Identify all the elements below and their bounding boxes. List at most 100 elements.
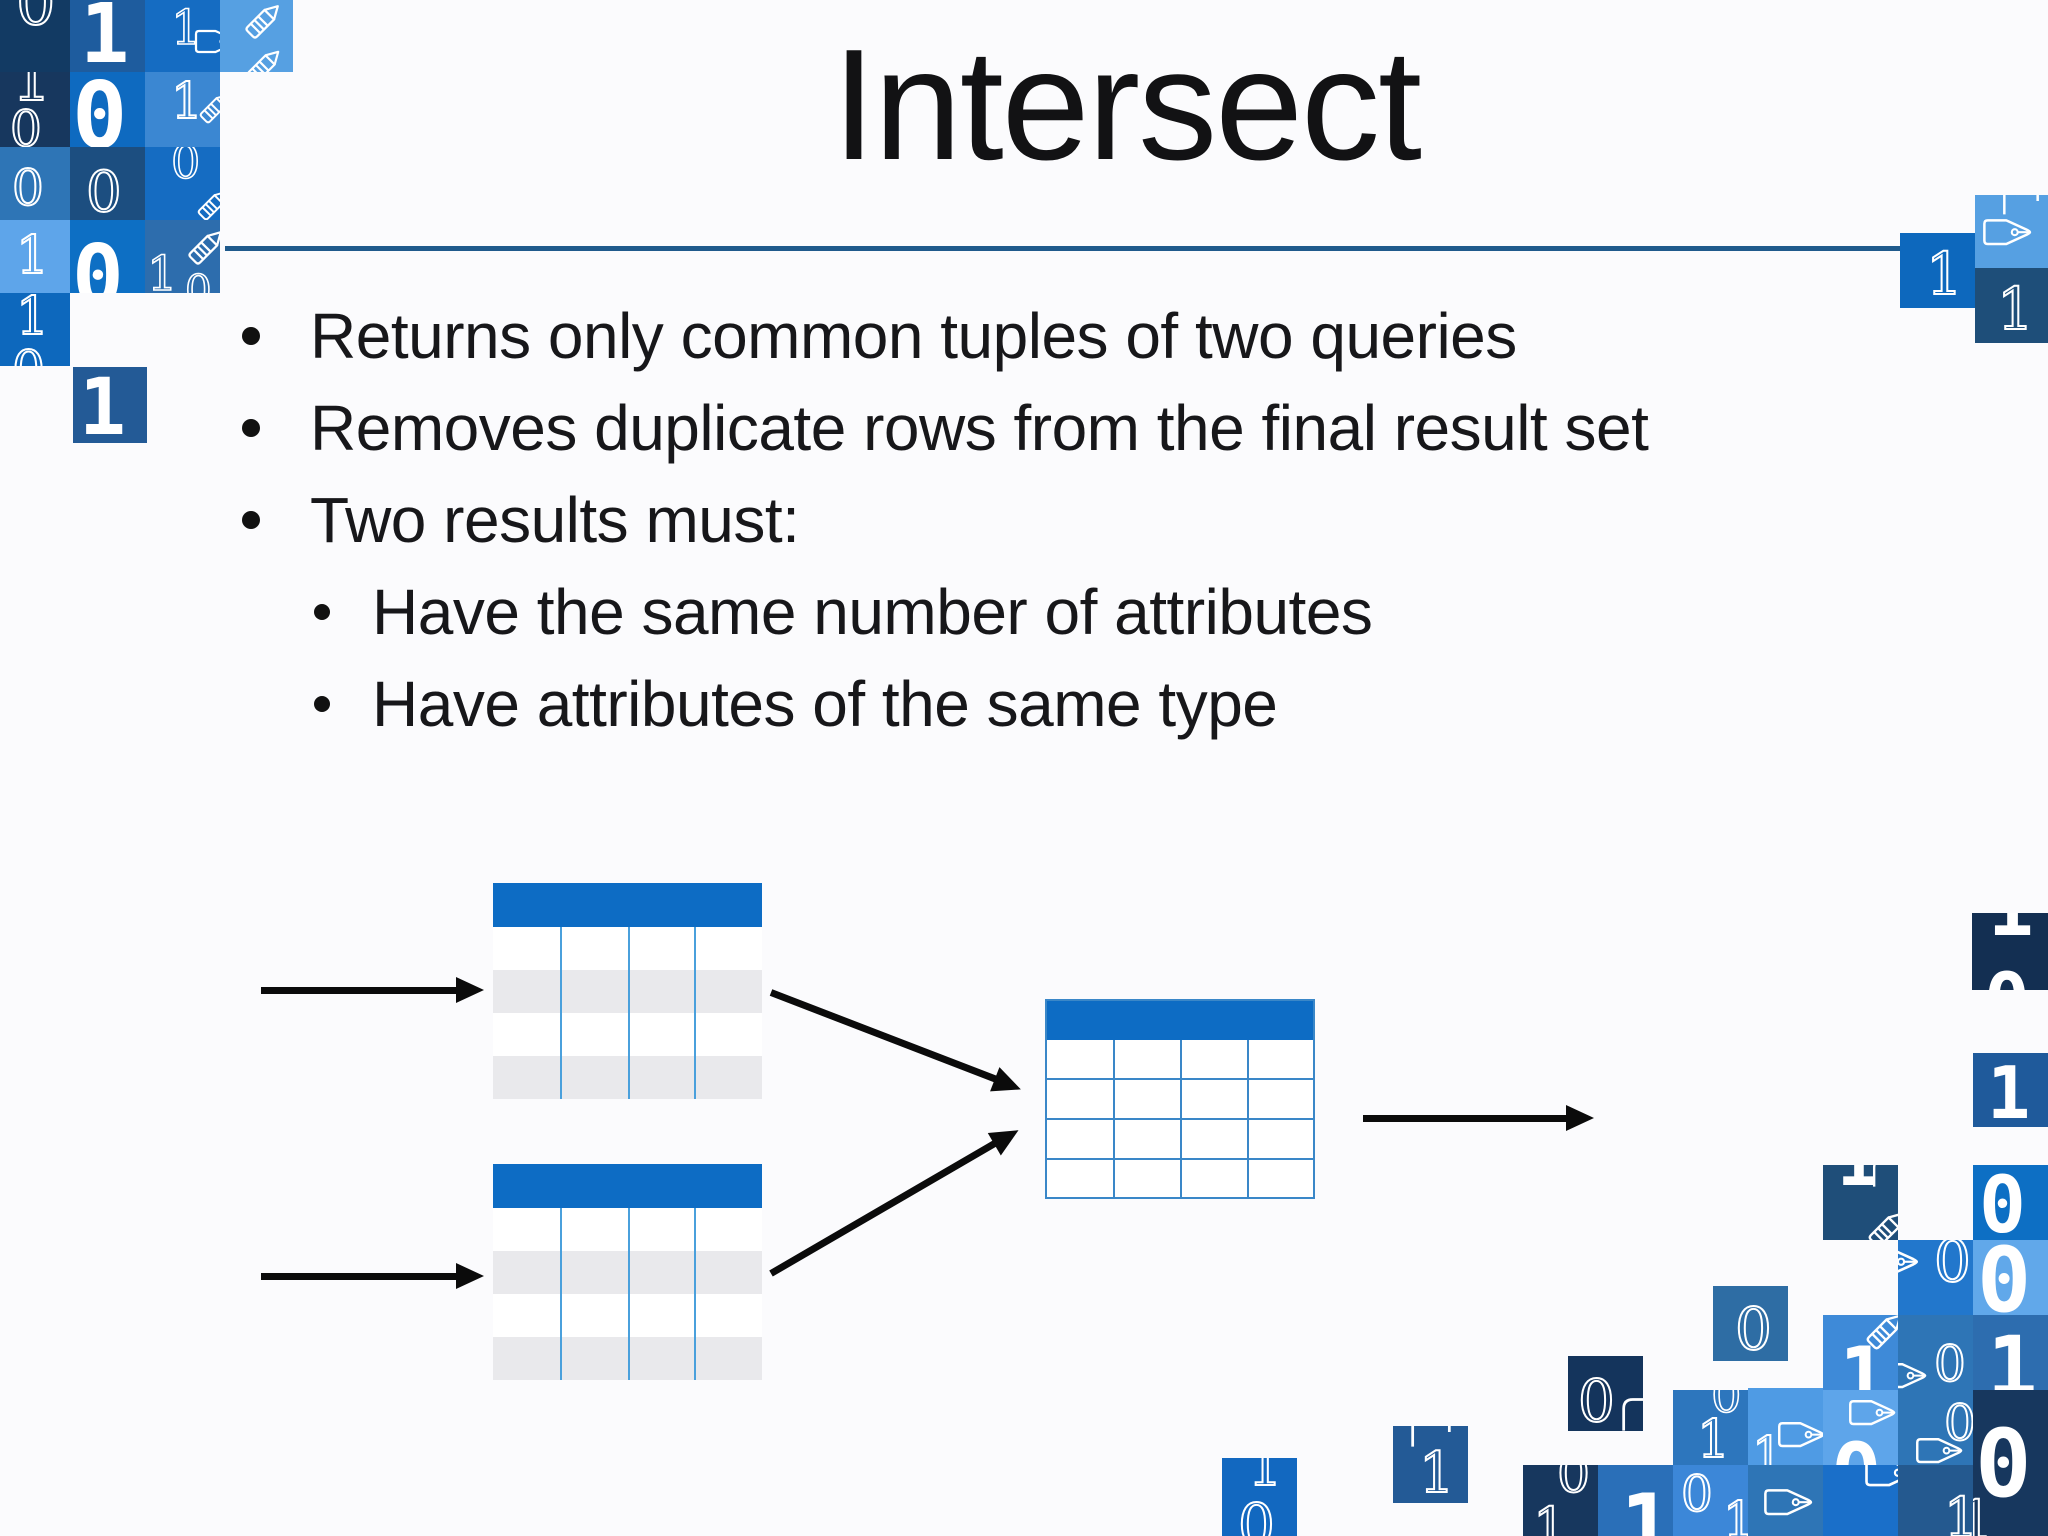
binary-digit: 1 (146, 246, 178, 293)
pencil-icon-wrap (1863, 1203, 1898, 1240)
pen-icon-wrap (1914, 1436, 1966, 1465)
arrowhead (456, 977, 484, 1003)
query-table-1 (493, 883, 762, 1099)
binary-digit: 1 (1418, 1441, 1456, 1503)
binary-digit: 0 (1977, 1240, 2032, 1315)
binary-digit: 1 (15, 226, 50, 286)
pen-icon-wrap (1898, 1361, 1930, 1390)
mosaic-tile: 1 (1898, 1465, 1973, 1536)
table-column-line (560, 927, 562, 1099)
mosaic-tile (1975, 195, 2048, 268)
pencil-icon (1868, 1212, 1898, 1240)
binary-digit: 1 (1988, 913, 2034, 947)
binary-digit: 1 (1696, 1410, 1731, 1465)
binary-digit: 1 (15, 293, 50, 347)
merge-arrow-top (769, 988, 1026, 1101)
table-row (493, 1251, 762, 1294)
output-arrow (1363, 1105, 1594, 1131)
mosaic-tile: 0 (145, 147, 220, 220)
pencil-icon-wrap (240, 0, 288, 49)
mosaic-tile: 1 (145, 0, 220, 72)
pencil-icon-wrap (195, 86, 220, 133)
table-column-line (694, 1208, 696, 1380)
table-column-line (1113, 1040, 1115, 1197)
binary-digit: 1 (1532, 1496, 1568, 1536)
mosaic-tile: 0 (1713, 1286, 1788, 1361)
title-divider (225, 246, 1906, 251)
binary-digit: 0 (1943, 1394, 1973, 1452)
binary-digit: 0 (1975, 1410, 2032, 1519)
pen-icon (1849, 1400, 1896, 1426)
pencil-icon-wrap (183, 222, 220, 275)
binary-digit: 0 (1933, 1335, 1967, 1390)
pen-icon-wrap (1776, 1420, 1823, 1454)
binary-digit: 1 (79, 367, 126, 443)
arrowhead (1566, 1105, 1594, 1131)
bullet-subitem: Have the same number of attributes (242, 566, 1862, 658)
table-header-bar (493, 1164, 762, 1208)
query-table-2 (493, 1164, 762, 1380)
mosaic-tile: 1 (1975, 268, 2048, 343)
table-row (493, 970, 762, 1013)
bullet-dot (242, 511, 260, 529)
rounded-shape-icon (2003, 195, 2039, 215)
mosaic-tile (1823, 1465, 1898, 1536)
binary-digit: 0 (72, 227, 124, 293)
binary-digit: 0 (11, 159, 45, 217)
mosaic-tile: 1 (1598, 1465, 1673, 1536)
table-row (493, 1013, 762, 1056)
rounded-shape-icon (1872, 1165, 1876, 1187)
table-row (493, 1337, 762, 1380)
binary-digit: 0 (1680, 1465, 1714, 1523)
binary-digit: 1 (1943, 1486, 1973, 1536)
binary-digit: 0 (9, 100, 43, 147)
table-row (493, 1208, 762, 1251)
mosaic-tile: 0 (0, 147, 70, 220)
mosaic-tile: 1 (0, 220, 70, 293)
table-row (493, 927, 762, 970)
binary-digit: 0 (72, 72, 128, 147)
binary-digit: 1 (1247, 1458, 1283, 1498)
pencil-icon-wrap (242, 42, 288, 72)
binary-digit: 1 (170, 72, 204, 130)
result-table (1045, 999, 1315, 1199)
pen-icon-wrap (1981, 217, 2035, 252)
arc-icon-wrap (2001, 195, 2041, 226)
binary-digit: 0 (170, 147, 201, 189)
pen-icon-wrap (1898, 1246, 1922, 1283)
mosaic-tile: 1 (1973, 1315, 2048, 1390)
table-column-line (628, 927, 630, 1099)
bullet-dot (314, 604, 330, 620)
table-column-line (628, 1208, 630, 1380)
binary-digit: 0 (85, 160, 123, 221)
arc-icon-wrap (1871, 1165, 1898, 1198)
mosaic-tile: 1 (1900, 233, 1975, 308)
binary-digit: 0 (1556, 1465, 1591, 1505)
pencil-icon (245, 5, 279, 39)
binary-digit: 0 (184, 266, 212, 293)
slide-title: Intersect (832, 17, 1422, 193)
input-arrow-1 (261, 977, 484, 1003)
binary-digit: 0 (1734, 1295, 1773, 1361)
bullet-text: Returns only common tuples of two querie… (310, 300, 1517, 372)
binary-digit: 1 (1987, 1318, 2038, 1390)
mosaic-tile: 0 (70, 220, 145, 293)
mosaic-tile: 0 (70, 72, 145, 147)
binary-digit: 0 (15, 0, 56, 39)
mosaic-tile: 1 (1748, 1388, 1823, 1465)
binary-digit: 1 (1620, 1475, 1673, 1536)
binary-digit: 0 (1831, 1432, 1882, 1465)
bullet-dot (242, 419, 260, 437)
mosaic-tile: 10 (0, 293, 70, 366)
rounded-shape-icon (1622, 1398, 1643, 1431)
bullet-dot (314, 696, 330, 712)
table-header-bar (1047, 1001, 1313, 1040)
bullet-item: Removes duplicate rows from the final re… (242, 382, 1862, 474)
mosaic-tile: 0 (1898, 1315, 1973, 1390)
binary-digit: 0 (1237, 1491, 1276, 1536)
bullet-item: Two results must: (242, 474, 1862, 566)
table-row (493, 1056, 762, 1099)
